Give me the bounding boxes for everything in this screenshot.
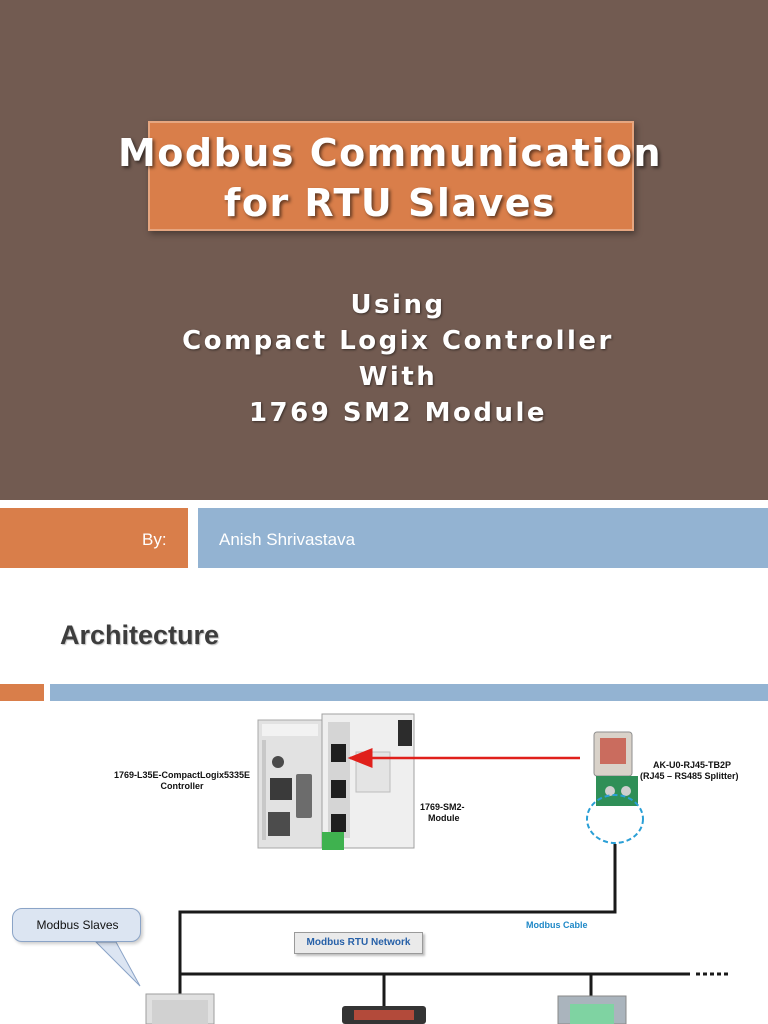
author-bar: By: Anish Shrivastava <box>0 500 768 576</box>
modbus-cable-lines <box>178 844 690 1006</box>
subtitle-line-3: With <box>358 362 438 392</box>
callout-text: Modbus Slaves <box>36 918 119 932</box>
modbus-slaves-callout: Modbus Slaves <box>12 908 141 942</box>
splitter-image <box>586 731 644 844</box>
by-block <box>0 508 188 568</box>
title-highlight-box <box>148 121 634 231</box>
sm2-module-image <box>321 713 415 850</box>
author-name: Anish Shrivastava <box>219 530 356 549</box>
modbus-rtu-network-label: Modbus RTU Network <box>294 932 423 954</box>
by-label: By: <box>142 530 167 549</box>
controller-label-line-1: 1769-L35E-CompactLogix5335E <box>113 770 251 780</box>
slide-subtitle: Using Compact Logix Controller With 1769… <box>0 287 768 431</box>
splitter-label-line-2: (RJ45 – RS485 Splitter) <box>640 771 739 781</box>
splitter-label: AK-U0-RJ45-TB2P (RJ45 – RS485 Splitter) <box>640 760 752 782</box>
slave-device-2 <box>342 1006 426 1024</box>
slide-title: Modbus Communication for RTU Slaves <box>0 128 768 228</box>
controller-image <box>257 719 323 849</box>
module-label-line-2: Module <box>428 813 460 823</box>
controller-label: 1769-L35E-CompactLogix5335E Controller <box>108 770 256 792</box>
modbus-cable-label: Modbus Cable <box>526 920 588 930</box>
subtitle-line-4: 1769 SM2 Module <box>248 398 548 428</box>
title-line-2: for RTU Slaves <box>223 181 557 225</box>
callout-tail <box>94 941 141 987</box>
splitter-label-line-1: AK-U0-RJ45-TB2P <box>653 760 732 770</box>
author-block <box>198 508 768 568</box>
architecture-diagram <box>94 713 728 1024</box>
slave-device-3 <box>557 995 627 1024</box>
subtitle-line-1: Using <box>350 290 446 320</box>
controller-label-line-2: Controller <box>160 781 204 791</box>
title-slide: Modbus Communication for RTU Slaves Usin… <box>0 0 768 500</box>
accent-bar-blue <box>50 684 768 701</box>
module-label-line-1: 1769-SM2- <box>420 802 465 812</box>
architecture-slide: Architecture <box>0 576 768 1024</box>
architecture-title: Architecture <box>60 620 220 650</box>
title-line-1: Modbus Communication <box>117 131 663 175</box>
accent-bar-orange <box>0 684 44 701</box>
module-label: 1769-SM2- Module <box>420 802 474 824</box>
subtitle-line-2: Compact Logix Controller <box>182 326 614 356</box>
slave-device-1 <box>145 993 215 1024</box>
